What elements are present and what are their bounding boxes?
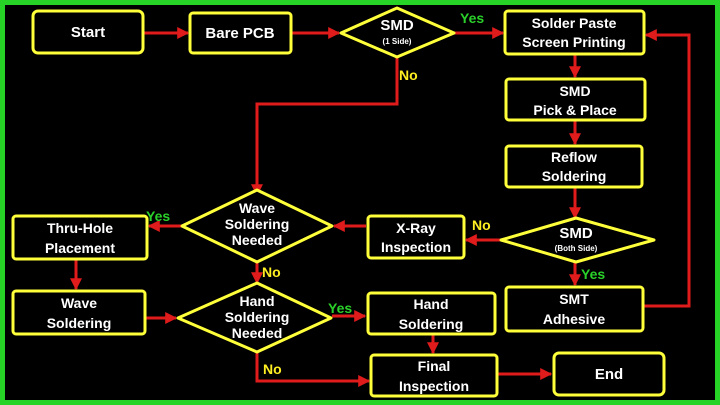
decision-smd-both-sub: (Both Side) xyxy=(555,244,598,253)
label-no-smd-both: No xyxy=(472,217,491,233)
label-yes-smd1: Yes xyxy=(460,10,484,26)
node-hand-soldering-line2: Soldering xyxy=(399,316,464,332)
decision-smd-both-title: SMD xyxy=(559,225,593,242)
node-wave-soldering-line1: Wave xyxy=(61,295,97,311)
node-xray-line1: X-Ray xyxy=(396,220,436,236)
decision-smd-both-side: SMD (Both Side) xyxy=(499,216,656,264)
decision-wave-soldering-needed: Wave Soldering Needed xyxy=(180,188,334,264)
decision-hand-soldering-needed: Hand Soldering Needed xyxy=(176,281,333,354)
node-smd-pick-place: SMD Pick & Place xyxy=(504,77,647,122)
node-bare-pcb-label: Bare PCB xyxy=(205,25,274,42)
decision-hand-needed-line1: Hand xyxy=(240,293,275,309)
edge-adhesive-loop-to-solder-paste xyxy=(644,29,691,308)
decision-hand-needed-line3: Needed xyxy=(232,325,283,341)
decision-wave-needed-line1: Wave xyxy=(239,200,275,216)
node-wave-soldering-line2: Soldering xyxy=(47,315,112,331)
edge-smd1-no-to-wave-needed xyxy=(251,57,399,197)
label-no-smd1: No xyxy=(399,67,418,83)
node-thru-hole-line1: Thru-Hole xyxy=(47,220,113,236)
label-no-wave-needed: No xyxy=(262,264,281,280)
node-final-line2: Inspection xyxy=(399,378,469,394)
node-bare-pcb: Bare PCB xyxy=(188,11,293,55)
label-yes-hand-needed: Yes xyxy=(328,300,352,316)
edge-hand-needed-no-to-final xyxy=(255,352,371,387)
node-smd-pick-line2: Pick & Place xyxy=(533,102,616,118)
node-start-label: Start xyxy=(71,24,105,41)
label-yes-wave-needed: Yes xyxy=(146,208,170,224)
label-yes-smd-both: Yes xyxy=(581,266,605,282)
node-start: Start xyxy=(31,9,145,55)
node-reflow-line1: Reflow xyxy=(551,149,597,165)
node-solder-paste-line2: Screen Printing xyxy=(522,34,625,50)
decision-wave-needed-line3: Needed xyxy=(232,232,283,248)
node-thru-hole-placement: Thru-Hole Placement xyxy=(11,214,149,261)
node-xray-line2: Inspection xyxy=(381,239,451,255)
node-xray-inspection: X-Ray Inspection xyxy=(366,214,466,260)
node-end-label: End xyxy=(595,366,623,383)
node-hand-soldering: Hand Soldering xyxy=(366,291,497,336)
node-wave-soldering: Wave Soldering xyxy=(11,289,147,336)
node-final-inspection: Final Inspection xyxy=(369,353,499,398)
node-reflow-soldering: Reflow Soldering xyxy=(504,144,644,189)
decision-hand-needed-line2: Soldering xyxy=(225,309,290,325)
decision-wave-needed-line2: Soldering xyxy=(225,216,290,232)
node-hand-soldering-line1: Hand xyxy=(414,296,449,312)
node-smt-adhesive-line1: SMT xyxy=(559,291,589,307)
node-smt-adhesive-line2: Adhesive xyxy=(543,311,605,327)
label-no-hand-needed: No xyxy=(263,361,282,377)
node-smt-adhesive: SMT Adhesive xyxy=(504,285,645,333)
node-smd-pick-line1: SMD xyxy=(559,83,590,99)
decision-smd-one-side-sub: (1 Side) xyxy=(383,37,412,46)
decision-smd-one-side: SMD (1 Side) xyxy=(339,6,456,59)
node-thru-hole-line2: Placement xyxy=(45,240,115,256)
node-solder-paste-line1: Solder Paste xyxy=(532,15,617,31)
node-final-line1: Final xyxy=(418,358,451,374)
node-end: End xyxy=(552,351,666,397)
node-reflow-line2: Soldering xyxy=(542,168,607,184)
decision-smd-one-side-title: SMD xyxy=(380,17,414,34)
node-solder-paste: Solder Paste Screen Printing xyxy=(503,9,646,56)
